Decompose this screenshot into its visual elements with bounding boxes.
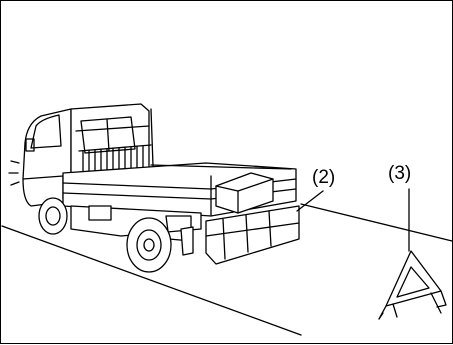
warning-triangle-icon — [379, 189, 446, 319]
callout-2-label: (2) — [312, 167, 335, 188]
callout-3-label: (3) — [388, 163, 411, 184]
